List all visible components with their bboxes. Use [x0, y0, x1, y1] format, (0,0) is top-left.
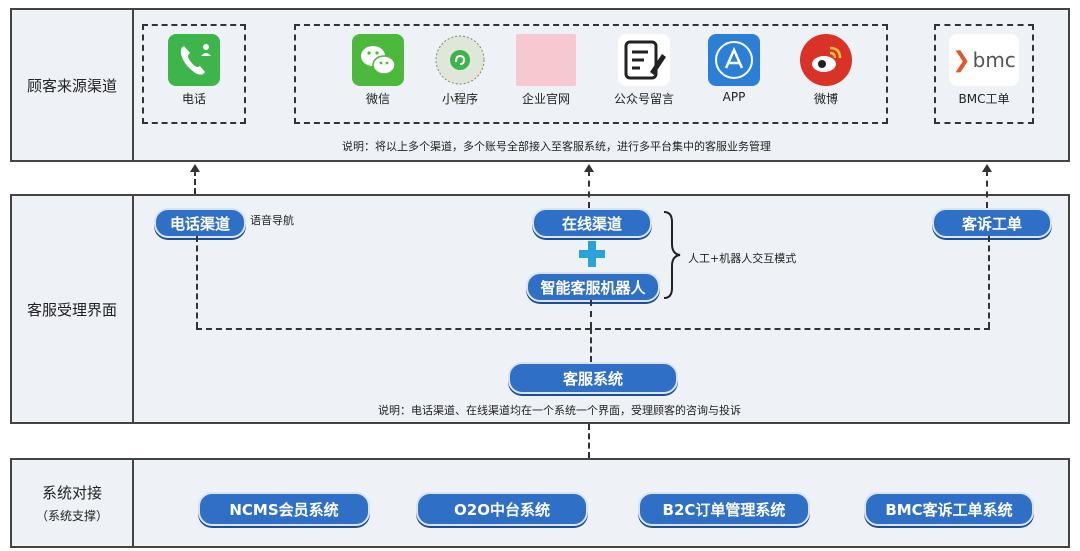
channel-mini-program: 小程序: [420, 34, 500, 107]
weibo-icon: [800, 34, 852, 86]
arrow-complaint-line: [986, 170, 988, 208]
channel-wechat-label: 微信: [365, 92, 390, 106]
complaint-pill: 客诉工单: [932, 208, 1052, 238]
merge-connector: [196, 328, 990, 330]
arrow-online-line: [588, 170, 590, 208]
channel-phone-label: 电话: [181, 92, 206, 106]
smart-robot-pill: 智能客服机器人: [526, 272, 660, 302]
channel-website-label: 企业官网: [521, 92, 570, 106]
channel-phone: 电话: [154, 34, 234, 107]
bmc-group: [934, 24, 1034, 124]
channels-note: 说明：将以上多个渠道，多个账号全部接入至客服系统，进行多平台集中的客服业务管理: [342, 140, 771, 153]
phone-channel-pill: 电话渠道: [154, 208, 246, 238]
website-icon: [516, 34, 576, 86]
row-label-integration: 系统对接 （系统支撑）: [12, 460, 134, 546]
channel-bmc: ❯bmc BMC工单: [944, 34, 1024, 107]
arrow-phone-head: [190, 164, 200, 172]
channels-row: 顾客来源渠道 电话 微信 小程序 企业官网 公众号留言 APP: [10, 8, 1070, 162]
row-label-service: 客服受理界面: [12, 196, 134, 422]
row-label-integration-sub: （系统支撑）: [35, 509, 108, 523]
note-edit-icon: [618, 34, 670, 86]
channel-bmc-label: BMC工单: [958, 92, 1010, 106]
mode-label: 人工+机器人交互模式: [688, 252, 797, 265]
phone-group: [142, 24, 246, 124]
app-store-icon: [708, 34, 760, 86]
bmc-logo-text: bmc: [972, 48, 1016, 72]
phone-icon: [168, 34, 220, 86]
system-connector: [590, 328, 592, 362]
bottom-connector: [588, 424, 590, 458]
channel-app-label: APP: [722, 90, 746, 104]
channel-weibo-label: 微博: [813, 92, 838, 106]
service-note: 说明：电话渠道、在线渠道均在一个系统一个界面，受理顾客的咨询与投诉: [378, 404, 741, 417]
online-group: [294, 24, 888, 124]
arrow-phone-line: [194, 170, 196, 194]
channel-mini-program-label: 小程序: [441, 92, 478, 106]
wechat-icon: [352, 34, 404, 86]
system-o2o: O2O中台系统: [416, 492, 588, 526]
system-bmc: BMC客诉工单系统: [864, 492, 1034, 526]
system-b2c: B2C订单管理系统: [638, 492, 810, 526]
row-label-channels: 顾客来源渠道: [12, 10, 134, 160]
channel-official-account: 公众号留言: [604, 34, 684, 107]
channel-official-account-label: 公众号留言: [613, 92, 674, 106]
complaint-connector: [988, 236, 990, 328]
row-label-integration-text: 系统对接: [41, 484, 102, 502]
arrow-complaint-head: [982, 164, 992, 172]
plus-icon: [578, 240, 606, 268]
bmc-logo-icon: ❯bmc: [949, 34, 1019, 86]
online-connector: [590, 300, 592, 328]
brace-icon: [662, 210, 682, 300]
channel-website: 企业官网: [506, 34, 586, 107]
integration-row: 系统对接 （系统支撑） NCMS会员系统 O2O中台系统 B2C订单管理系统 B…: [10, 458, 1070, 548]
online-channel-pill: 在线渠道: [532, 208, 652, 238]
row-label-channels-text: 顾客来源渠道: [26, 76, 117, 95]
channel-weibo: 微博: [786, 34, 866, 107]
mini-program-qr-icon: [434, 34, 486, 86]
system-ncms: NCMS会员系统: [198, 492, 370, 526]
channel-wechat: 微信: [338, 34, 418, 107]
service-row: 客服受理界面 电话渠道 语音导航 在线渠道 智能客服机器人 人工+机器人交互模式…: [10, 194, 1070, 424]
voice-nav-label: 语音导航: [250, 214, 294, 227]
arrow-online-head: [584, 164, 594, 172]
service-system-pill: 客服系统: [508, 362, 678, 394]
channel-app: APP: [694, 34, 774, 104]
phone-connector: [196, 236, 198, 328]
row-label-service-text: 客服受理界面: [26, 300, 117, 319]
